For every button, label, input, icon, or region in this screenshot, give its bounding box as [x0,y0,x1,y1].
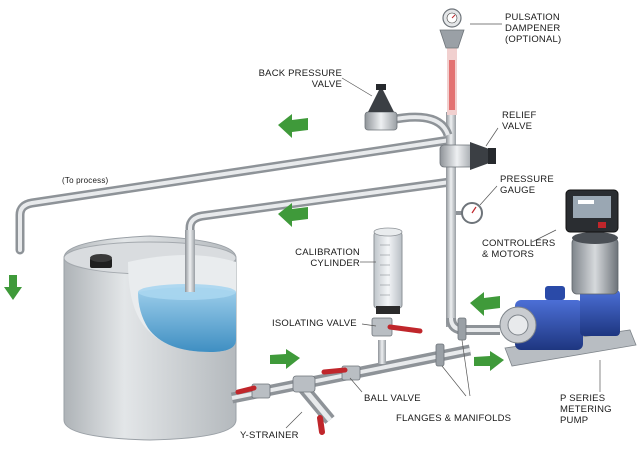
pulsation-dampener [439,8,465,115]
label-line: VALVE [502,121,533,132]
relief-valve [439,142,496,170]
y-strainer [292,375,335,435]
pulsation-dampener-label: PULSATION DAMPENER (OPTIONAL) [505,12,561,45]
label-line: CALIBRATION [295,247,360,258]
supply-tank [63,235,237,441]
y-strainer-label: Y-STRAINER [240,430,299,441]
label-line: VALVE [311,79,342,90]
label-line: CYLINDER [310,258,360,269]
label-leaders [285,23,601,429]
label-line: PULSATION [505,12,560,23]
label-line: & MOTORS [482,249,535,260]
process-return-pipe [15,135,455,255]
p-series-metering-pump [499,232,637,367]
bypass-return-pipe [185,177,451,280]
label-line: METERING PUMP [560,404,612,426]
label-line: CONTROLLERS [482,238,556,249]
ball-valve-label: BALL VALVE [364,393,421,404]
label-line: GAUGE [500,185,536,196]
p-series-pump-label: P SERIES METERING PUMP [560,393,642,426]
to-process-label: (To process) [62,176,109,185]
ball-valve [235,365,361,399]
back-pressure-valve [364,84,398,131]
relief-valve-label: RELIEF VALVE [502,110,536,132]
label-line: RELIEF [502,110,537,121]
pressure-gauge-label: PRESSURE GAUGE [500,174,554,196]
label-line: (OPTIONAL) [505,34,562,45]
flanges [435,317,467,367]
controllers-motors-label: CONTROLLERS & MOTORS [482,238,555,260]
calibration-cylinder-label: CALIBRATION CYLINDER [276,247,360,269]
label-line: P SERIES [560,393,606,404]
back-pressure-valve-label: BACK PRESSURE VALVE [258,68,342,90]
flow-arrow-icon [4,114,504,371]
isolating-valve-label: ISOLATING VALVE [272,318,357,329]
pressure-gauge-icon [456,202,483,224]
calibration-cylinder [371,227,423,364]
label-line: PRESSURE [500,174,554,185]
flanges-manifolds-label: FLANGES & MANIFOLDS [396,413,512,424]
label-line: BACK PRESSURE [258,68,342,79]
controller-display-icon [565,189,619,233]
label-line: DAMPENER [505,23,561,34]
